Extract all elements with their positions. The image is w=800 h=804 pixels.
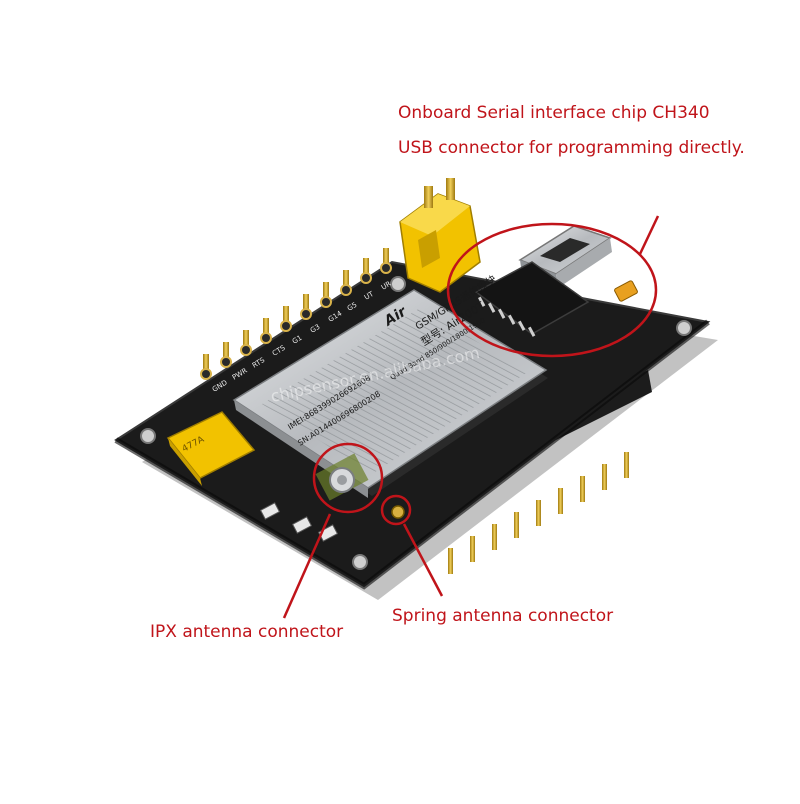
leader-line-spring — [402, 523, 444, 597]
spring-antenna-pad — [391, 505, 405, 519]
ch340-chip — [474, 261, 590, 337]
tantalum-capacitor: 477A — [166, 411, 256, 486]
leader-line-ch340 — [638, 215, 660, 255]
callout-chip-line1: Onboard Serial interface chip CH340 — [398, 103, 710, 123]
callout-ipx: IPX antenna connector — [150, 622, 344, 642]
smd-components — [259, 502, 339, 542]
callout-spring: Spring antenna connector — [392, 606, 614, 626]
highlight-circle-ch340 — [446, 222, 658, 358]
leader-line-ipx — [282, 513, 332, 619]
callout-chip-line2: USB connector for programming directly. — [398, 138, 745, 158]
pin-header-top — [200, 248, 392, 380]
pin-label: G5 — [346, 301, 359, 313]
pin-label: G1 — [291, 334, 304, 346]
mounting-holes — [140, 276, 692, 570]
highlight-circle-ipx — [312, 442, 384, 514]
highlight-circle-spring — [380, 494, 412, 526]
ipx-connector — [315, 453, 369, 501]
pin-header-bottom — [448, 452, 629, 574]
pin-label: G3 — [309, 323, 322, 335]
jumper-header — [399, 178, 481, 293]
smd-capacitor — [614, 280, 638, 302]
